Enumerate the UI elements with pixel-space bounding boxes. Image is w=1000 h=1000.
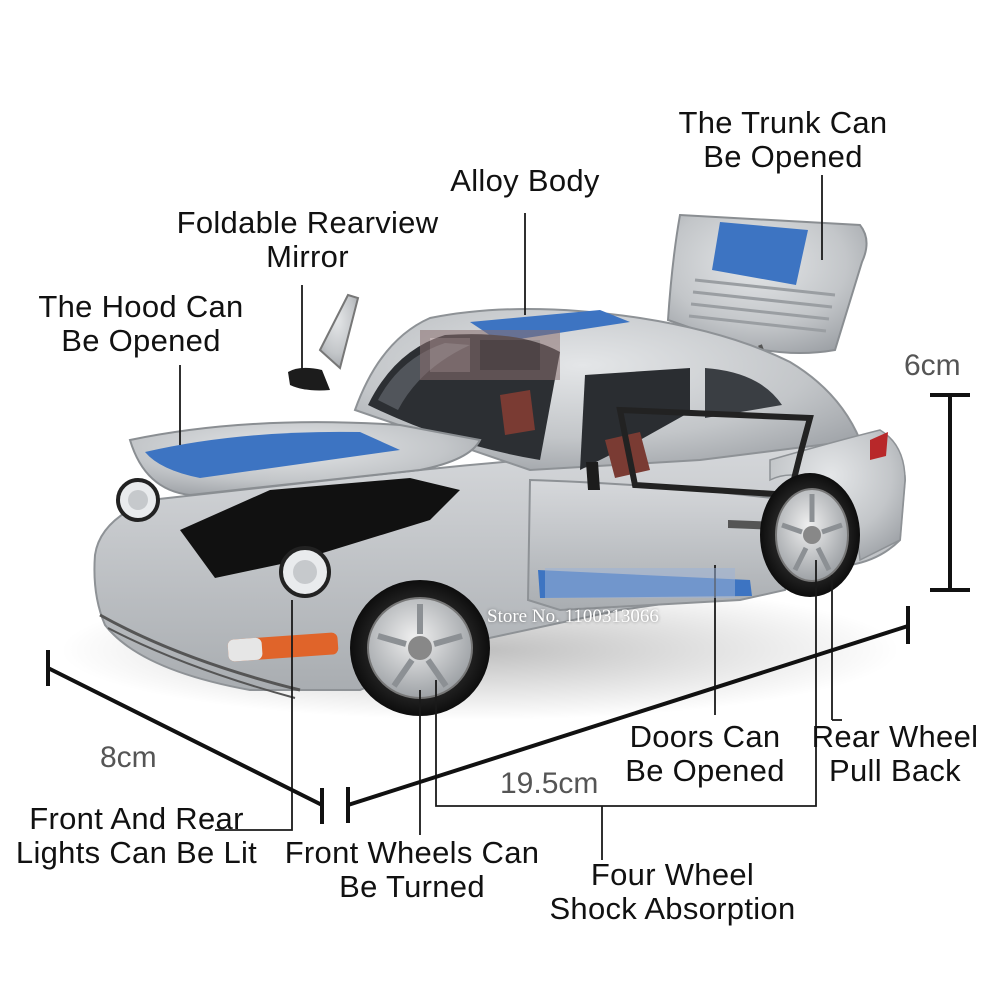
dimension-height: 6cm bbox=[904, 349, 961, 382]
front-wheel bbox=[350, 580, 490, 716]
dimension-lines bbox=[46, 393, 970, 824]
rear-wheel bbox=[760, 473, 860, 597]
leader-lines bbox=[179, 175, 842, 860]
front-bumper bbox=[99, 613, 339, 699]
opened-hood bbox=[128, 421, 482, 578]
dimension-width: 8cm bbox=[100, 741, 157, 774]
label-alloy-body: Alloy Body bbox=[450, 163, 600, 198]
blurred-logo bbox=[420, 330, 735, 598]
rearview-mirror bbox=[288, 293, 600, 490]
headlights bbox=[116, 478, 331, 598]
dimension-length: 19.5cm bbox=[500, 767, 599, 800]
store-watermark: Store No. 1100313066 bbox=[487, 606, 659, 627]
